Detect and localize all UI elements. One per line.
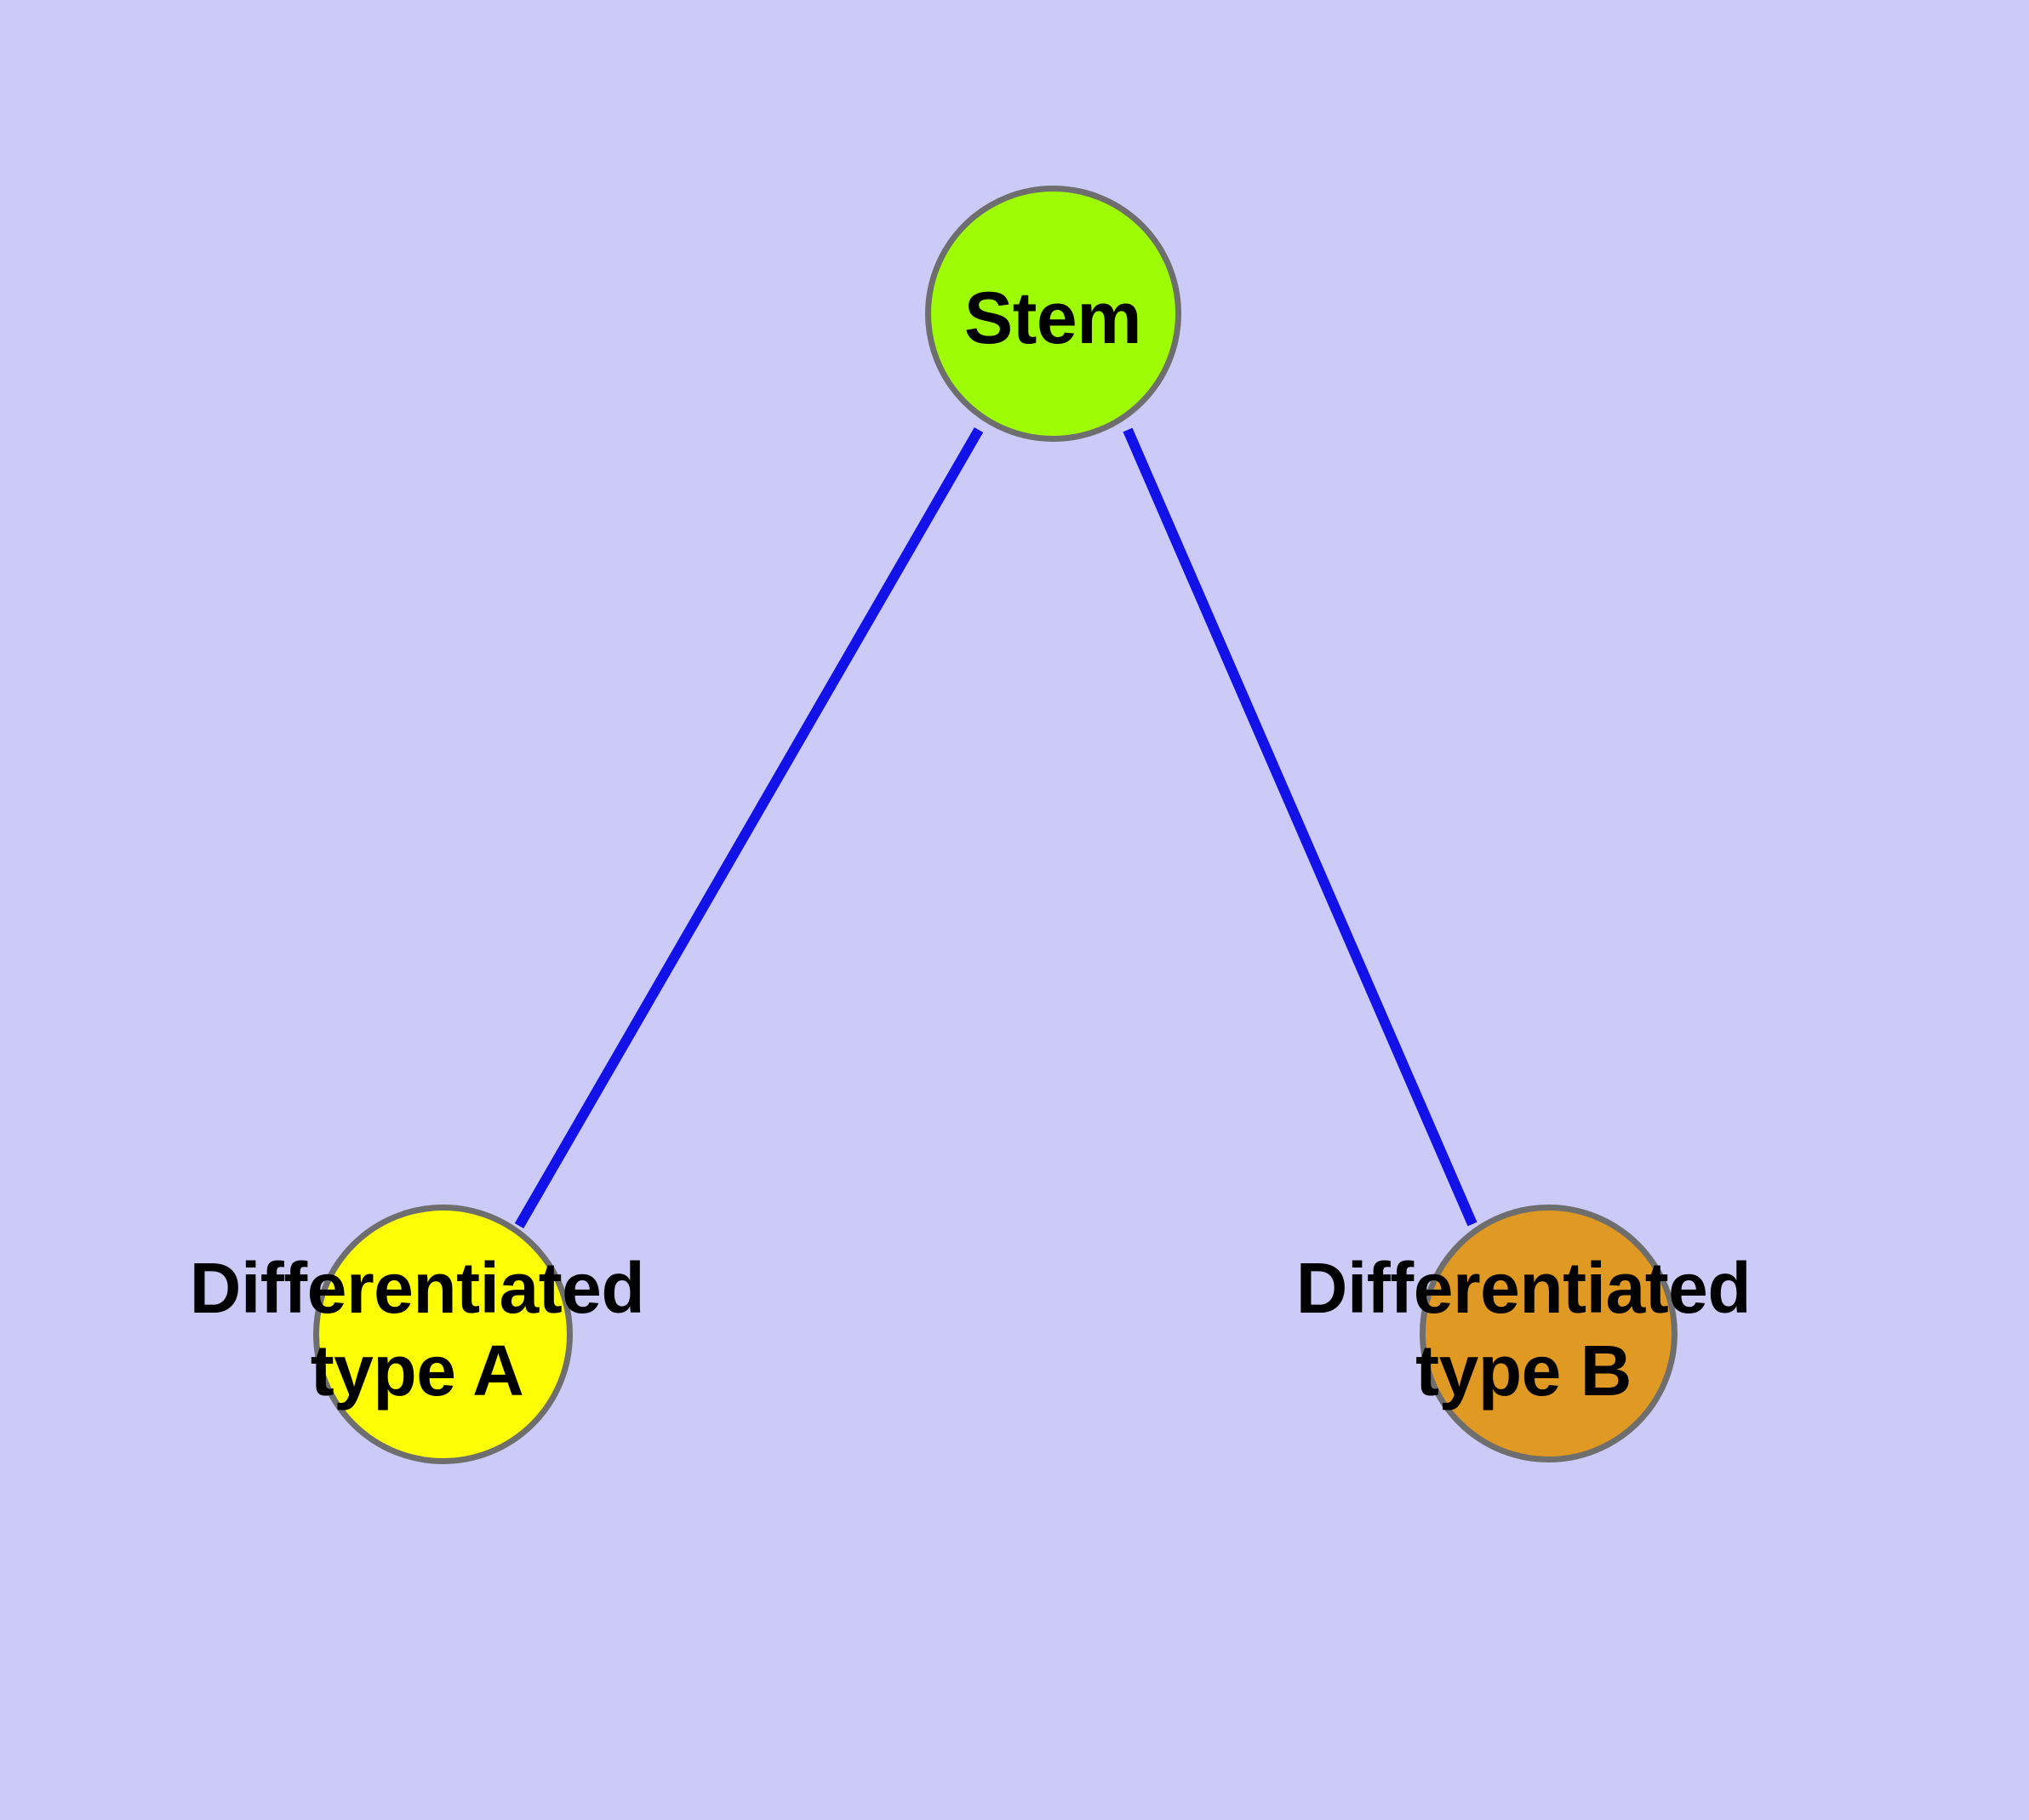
edge-stem-to-diff-a[interactable] [514, 426, 984, 1229]
node-stem[interactable] [925, 186, 1181, 442]
node-differentiated-type-b[interactable] [1420, 1205, 1677, 1462]
edge-stem-to-diff-b[interactable] [1123, 427, 1477, 1227]
node-differentiated-type-a[interactable] [313, 1205, 573, 1464]
